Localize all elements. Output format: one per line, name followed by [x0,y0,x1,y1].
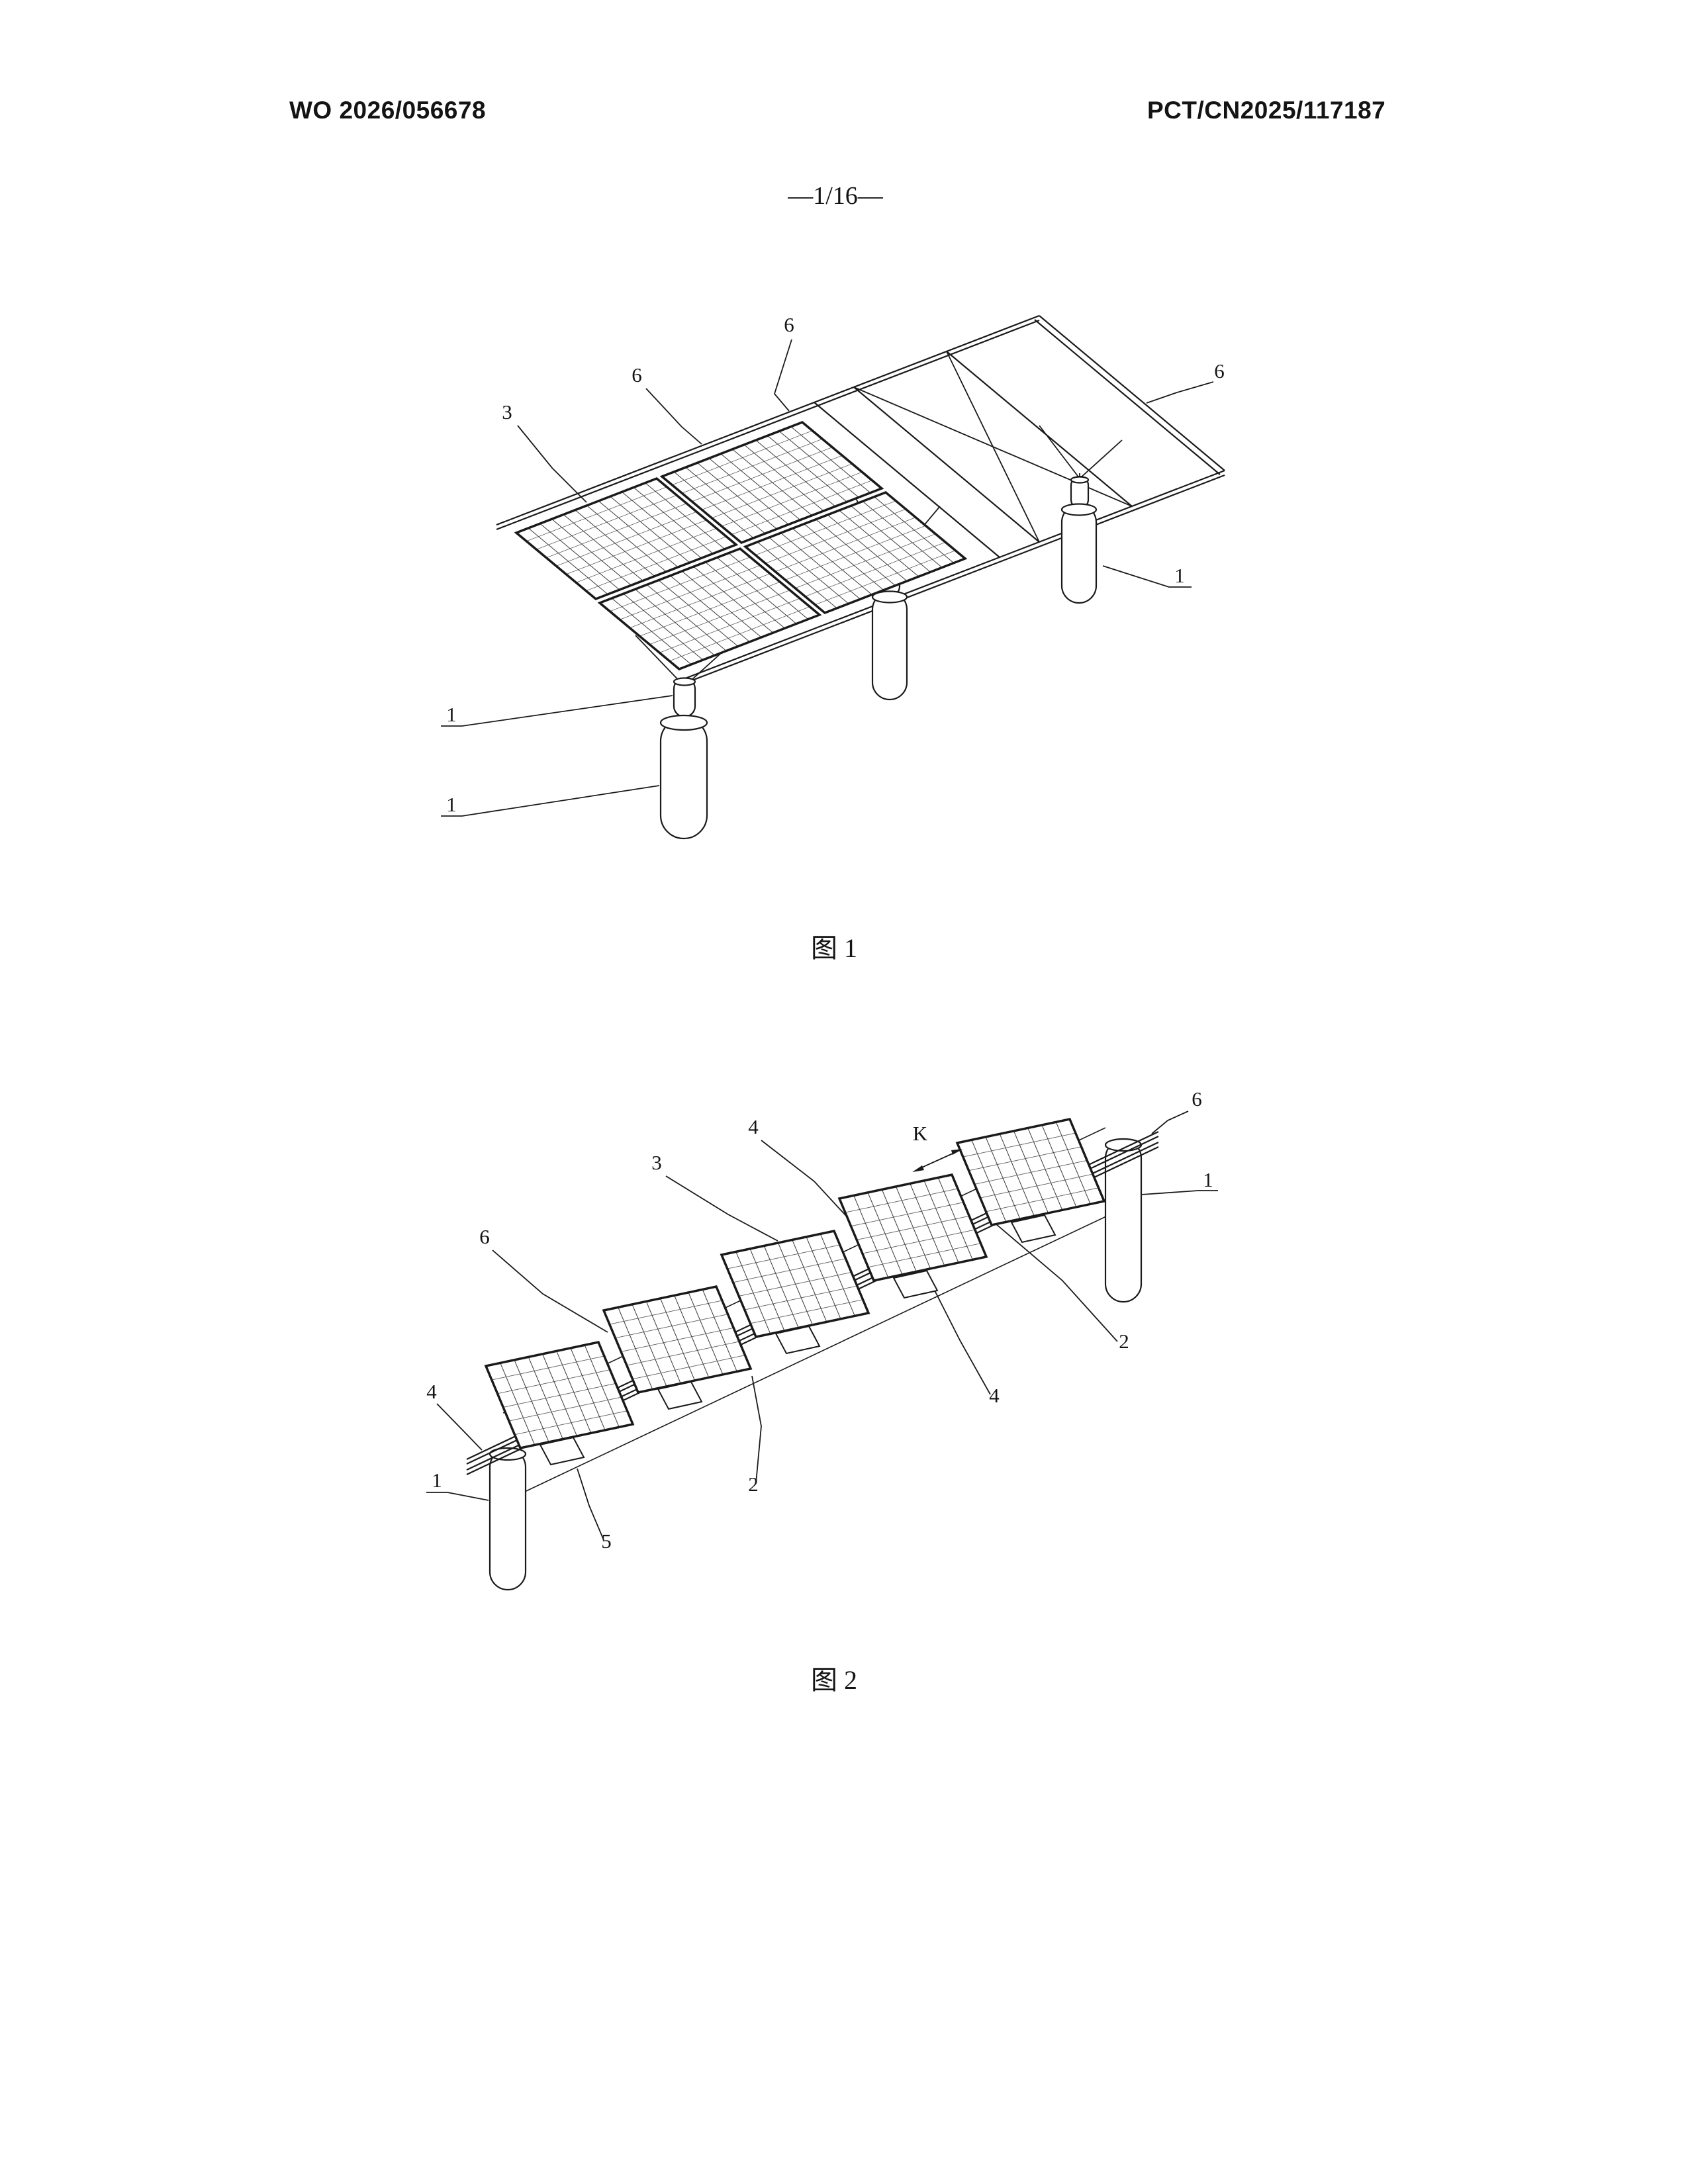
ref-label-6-left: 6 [632,363,642,387]
ref-label-6-right: 6 [1214,359,1225,383]
ref-label-1-right: 1 [1203,1168,1213,1191]
ref-label-4-mid: 4 [989,1384,1000,1407]
ref-label-4-top: 4 [748,1115,759,1138]
ref-label-6-top: 6 [784,313,794,336]
ref-label-1-right: 1 [1174,564,1185,587]
solar-panel [837,1173,988,1283]
ref-label-6-right: 6 [1192,1087,1202,1111]
float-cylinders [489,1138,1143,1591]
ref-label-2-right: 2 [1119,1330,1129,1353]
fig1-labels: 6 6 3 6 1 1 1 [446,313,1225,816]
figure-2-drawing: 6 1 K 4 3 6 2 4 4 2 1 5 [426,1087,1218,1591]
sheet-number: —1/16— [788,182,883,210]
publication-number: WO 2026/056678 [289,97,487,124]
ref-label-2-left: 2 [748,1473,759,1496]
solar-panel [955,1117,1106,1227]
fig2-leader-lines [426,1111,1218,1541]
solar-panel [484,1340,635,1450]
ref-label-3: 3 [651,1151,662,1174]
ref-label-1-mid: 1 [446,703,457,726]
pile-cylinders [659,475,1098,840]
solar-panel [514,477,739,601]
frame-rails [496,314,1225,686]
ref-label-1-left: 1 [432,1469,442,1492]
solar-panel [720,1229,870,1339]
ref-label-4-left: 4 [426,1380,437,1403]
solar-panel [602,1285,753,1394]
solar-panel [659,420,884,545]
ref-label-6-left: 6 [479,1225,490,1248]
ref-label-3: 3 [502,400,512,424]
solar-panel [743,490,968,615]
application-number: PCT/CN2025/117187 [1147,97,1386,124]
ref-label-5: 5 [601,1529,612,1553]
dimension-arrowheads [912,1149,962,1172]
figure-2-caption: 图 2 [811,1665,857,1695]
figure-1-caption: 图 1 [811,933,857,963]
fig2-labels: 6 1 K 4 3 6 2 4 4 2 1 5 [426,1087,1213,1553]
ref-label-1-low: 1 [446,793,457,816]
solar-panel [597,547,822,671]
solar-panel-row [484,1117,1106,1450]
solar-panel-array [514,420,968,671]
panel-brackets [539,1214,1056,1466]
fig1-leader-lines [441,339,1214,817]
ref-label-K: K [913,1122,928,1145]
figure-1-drawing: 6 6 3 6 1 1 1 [441,313,1225,840]
